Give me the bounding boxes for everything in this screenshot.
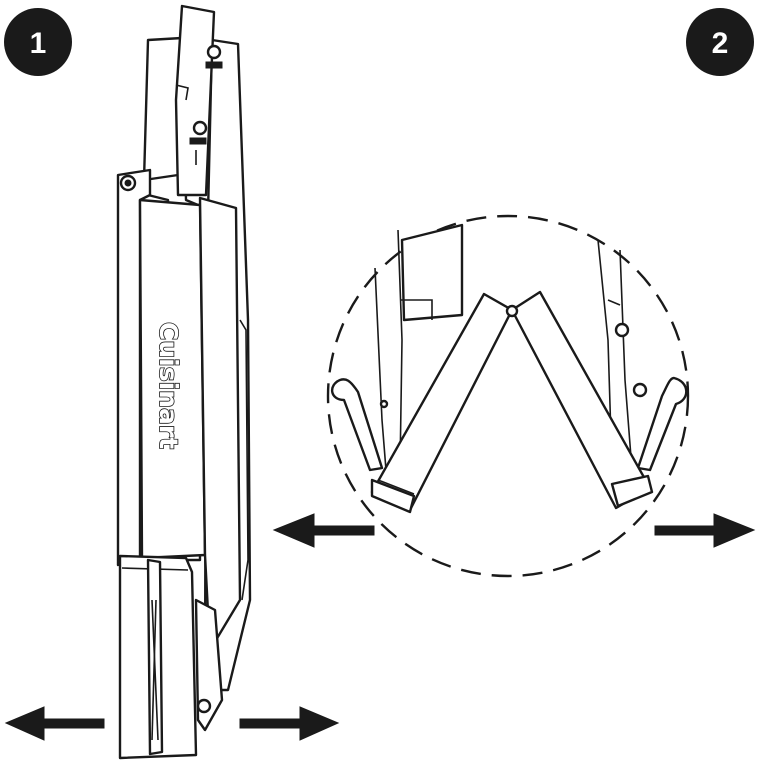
arrow-left-icon (4, 706, 105, 741)
step-1-number: 1 (30, 27, 47, 60)
arrow-right-icon (239, 706, 340, 741)
hinge-detail-view (326, 214, 690, 578)
device-brand-label: Cuisinart (154, 322, 183, 449)
step-1-badge: 1 (4, 8, 72, 76)
arrow-right-icon (654, 513, 756, 548)
griddle-device-standing: Cuisinart (116, 4, 252, 760)
step-2-badge: 2 (686, 8, 754, 76)
step-2-number: 2 (712, 27, 729, 60)
arrow-left-icon (272, 513, 375, 548)
